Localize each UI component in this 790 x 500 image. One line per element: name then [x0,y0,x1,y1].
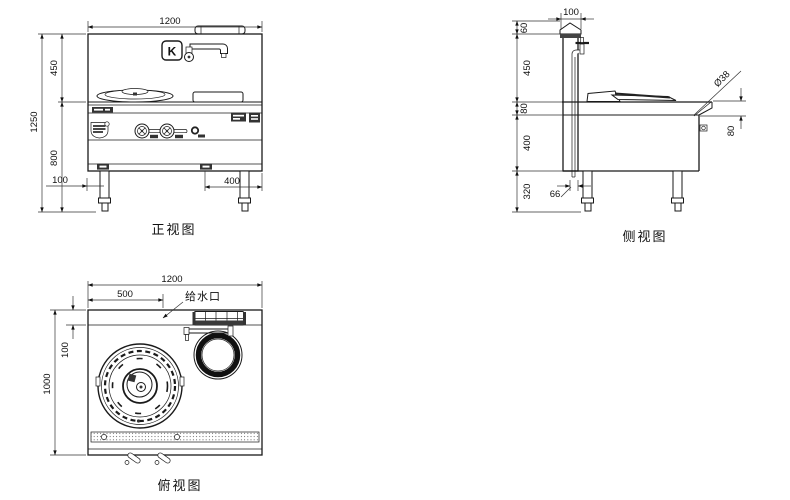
top-view: 1200 500 给水口 100 1000 俯视图 [42,274,263,493]
name-plate [92,107,113,113]
top-view-label: 俯视图 [157,478,202,493]
front-view-label: 正视图 [151,222,196,237]
dim-front-upper-height: 450 [49,60,60,76]
brand-logo-letter: K [168,45,177,59]
side-legs [581,170,684,212]
dim-front-lower-height: 800 [49,150,60,166]
rating-plate [231,112,246,122]
dim-top-inlet-offset: 500 [117,289,133,300]
faucet-arm-top [183,325,234,341]
side-dimensions: 100 60 450 80 400 320 66 Ø38 [512,7,746,213]
side-view: 100 60 450 80 400 320 66 Ø38 [512,7,746,244]
pot-top [193,330,243,380]
dim-top-depth: 1000 [42,373,53,394]
dim-side-leg-height: 320 [522,184,533,200]
water-inlet-label: 给水口 [185,290,221,303]
dim-side-depth: 100 [563,7,579,18]
wok-cover-side [586,90,677,102]
dim-side-pipe-diameter: Ø38 [712,69,732,89]
faucet-icon [184,43,228,62]
water-pipe-side [571,37,589,178]
dim-front-leg-span: 400 [224,176,240,187]
dim-side-cap-height: 60 [519,23,530,34]
side-tray-front [192,91,244,103]
dim-front-total-height: 1250 [29,111,40,132]
front-dimensions: 1200 1250 450 800 100 400 [29,16,263,213]
shelf-rack-top [192,311,246,326]
side-body [562,101,713,172]
side-view-label: 侧视图 [622,229,667,244]
dim-side-body-height: 400 [522,135,533,151]
side-latch [699,124,708,132]
corner-plate [249,112,260,123]
dim-top-splash-depth: 100 [60,342,71,358]
dim-top-width: 1200 [161,274,182,285]
control-panel [90,112,260,170]
wok-burner-top [95,343,185,429]
dim-front-width: 1200 [159,16,180,27]
dim-side-counter-drop: 80 [519,103,530,114]
certification-badge [90,121,110,139]
burner-knob-2 [159,123,188,139]
ignition-button [190,126,205,138]
front-legs [98,170,251,212]
burner-knob-1 [134,123,162,139]
knob-levers-top [124,452,171,465]
front-view: K [29,16,263,237]
brand-logo: K [161,40,183,61]
dim-front-leg-inset: 100 [52,175,68,186]
wok-burner-front [96,88,174,103]
dim-side-splash-height: 450 [522,60,533,76]
dim-side-pipe-offset: 66 [550,189,561,200]
dim-side-edge-drop: 80 [726,126,737,137]
drain-trough [90,431,260,443]
top-dimensions: 1200 500 给水口 100 1000 [42,274,263,456]
